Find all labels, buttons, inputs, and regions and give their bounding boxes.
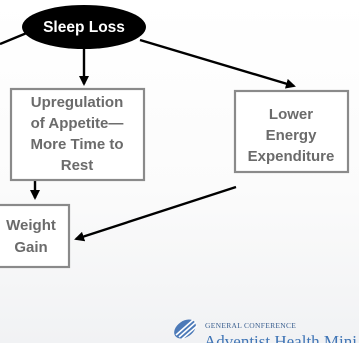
node-upregulation-line-3: Rest [61, 157, 94, 174]
node-lower-energy-line-2: Expenditure [248, 148, 335, 165]
node-sleep-loss: Sleep Loss [22, 5, 146, 49]
edge-lower-energy-to-weight-gain [74, 185, 237, 242]
node-weight-gain-line-0: Weight [6, 217, 56, 234]
node-weight-gain: Weight Gain [0, 203, 71, 269]
node-weight-gain-line-1: Gain [14, 239, 47, 256]
node-sleep-loss-line-0: Sleep Loss [43, 19, 125, 36]
edge-sleep-to-lower-energy [139, 38, 296, 89]
node-lower-energy-line-0: Lower [269, 106, 313, 123]
node-upregulation: Upregulation of Appetite— More Time to R… [9, 87, 146, 182]
node-lower-energy-line-1: Energy [266, 127, 318, 144]
footer-org-small: GENERAL CONFERENCE [205, 321, 296, 330]
org-logo: GENERAL CONFERENCE Adventist Health Mini [174, 319, 357, 343]
node-lower-energy: Lower Energy Expenditure [233, 89, 350, 174]
logo-flame-icon [174, 319, 198, 340]
node-upregulation-line-1: of Appetite— [31, 115, 124, 132]
node-upregulation-line-2: More Time to [30, 136, 123, 153]
footer-org-name: Adventist Health Mini [204, 332, 357, 343]
node-upregulation-line-0: Upregulation [31, 94, 124, 111]
